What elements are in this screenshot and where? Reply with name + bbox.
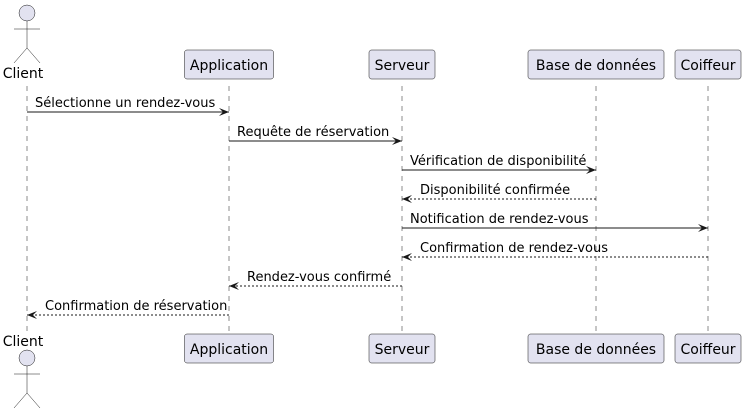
actor-leg-right-icon (26, 392, 41, 409)
message-1: Sélectionne un rendez-vous (27, 96, 229, 116)
actor-label: Client (3, 334, 44, 350)
participant-serveur-bottom: Serveur (368, 333, 436, 364)
participant-application-bottom: Application (184, 333, 274, 364)
actor-leg-left-icon (13, 47, 28, 64)
participant-label: Coiffeur (680, 342, 735, 358)
participant-base-top: Base de données (527, 49, 665, 80)
participant-box (184, 333, 274, 364)
participant-box (184, 49, 274, 80)
participant-serveur-top: Serveur (368, 49, 436, 80)
participant-box (674, 333, 742, 364)
message-2: Requête de réservation (229, 125, 402, 145)
participant-box (527, 49, 665, 80)
message-4: Disponibilité confirmée (402, 183, 596, 203)
participant-box (368, 333, 436, 364)
message-label: Confirmation de rendez-vous (420, 241, 608, 256)
participant-coiffeur-top: Coiffeur (674, 49, 742, 80)
message-label: Confirmation de réservation (45, 299, 227, 314)
participant-box (368, 49, 436, 80)
participant-label: Serveur (375, 58, 430, 74)
participant-label: Application (190, 58, 268, 74)
message-label: Requête de réservation (237, 125, 389, 140)
actor-label: Client (3, 66, 44, 82)
participant-label: Base de données (536, 58, 656, 74)
participant-box (527, 333, 665, 364)
participant-label: Application (190, 342, 268, 358)
participant-coiffeur-bottom: Coiffeur (674, 333, 742, 364)
actor-leg-right-icon (26, 47, 41, 64)
participant-application-top: Application (184, 49, 274, 80)
message-label: Vérification de disponibilité (410, 154, 586, 169)
message-label: Disponibilité confirmée (420, 183, 570, 198)
actor-client-bottom: Client (3, 334, 44, 409)
participant-label: Serveur (375, 342, 430, 358)
message-3: Vérification de disponibilité (402, 154, 596, 174)
participant-box (674, 49, 742, 80)
message-label: Sélectionne un rendez-vous (35, 96, 215, 111)
message-6: Confirmation de rendez-vous (402, 241, 708, 261)
message-5: Notification de rendez-vous (402, 212, 708, 232)
participant-label: Coiffeur (680, 58, 735, 74)
actor-client-top: Client (3, 4, 44, 82)
actor-head-icon (18, 349, 36, 367)
participant-base-bottom: Base de données (527, 333, 665, 364)
message-7: Rendez-vous confirmé (229, 270, 402, 290)
actor-head-icon (18, 4, 36, 22)
message-8: Confirmation de réservation (27, 299, 229, 319)
message-label: Rendez-vous confirmé (247, 270, 391, 285)
message-label: Notification de rendez-vous (410, 212, 589, 227)
participant-label: Base de données (536, 342, 656, 358)
actor-leg-left-icon (13, 392, 28, 409)
